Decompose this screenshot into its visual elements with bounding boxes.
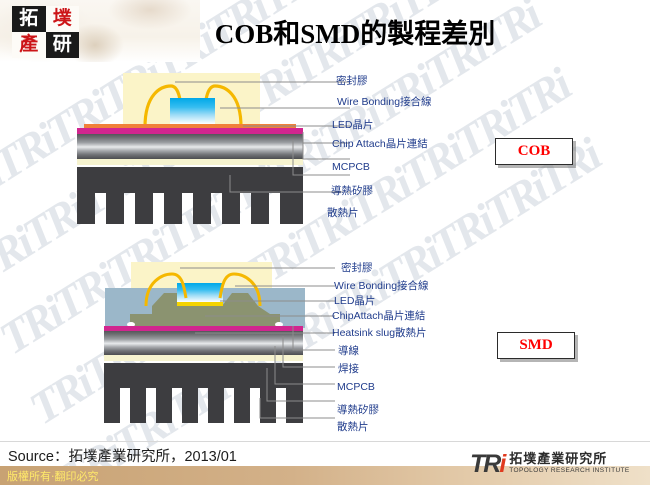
- smd-heatsink-fin: [286, 388, 303, 423]
- smd-label-led-die: LED晶片: [334, 295, 376, 307]
- smd-label-lead-wire: 導線: [338, 345, 359, 357]
- smd-die-attach-pad: [177, 300, 223, 306]
- smd-label-encapsulant: 密封膠: [341, 262, 373, 274]
- smd-diagram: 密封膠 Wire Bonding接合線 LED晶片 ChipAttach晶片連結…: [104, 262, 575, 433]
- cob-label-led-die: LED晶片: [332, 119, 374, 131]
- smd-label-wire-bonding: Wire Bonding接合線: [334, 280, 429, 292]
- cob-label-mcpcb: MCPCB: [332, 161, 370, 173]
- cob-diagram: 密封膠 Wire Bonding接合線 LED晶片 Chip Attach晶片連…: [0, 0, 650, 240]
- smd-heatsink-body: [104, 363, 303, 388]
- smd-heatsink-fin: [156, 388, 172, 423]
- cob-badge: COB: [495, 138, 573, 165]
- smd-heatsink-fin: [260, 388, 276, 423]
- tri-logo-square: 拓 墣 產 研: [12, 6, 79, 58]
- source-note: Source：拓墣產業研究所，2013/01: [8, 449, 237, 465]
- logo-char: 產: [12, 32, 46, 58]
- smd-solder-joint: [127, 322, 135, 327]
- cob-label-chip-attach: Chip Attach晶片連結: [332, 138, 428, 150]
- cob-label-wire-bonding: Wire Bonding接合線: [337, 96, 432, 108]
- cob-heatsink-fin: [280, 193, 303, 224]
- smd-label-thermal-grease: 導熱矽膠: [337, 404, 379, 416]
- smd-thermal-grease-layer: [104, 355, 303, 361]
- cob-pcb-dielectric-layer: [77, 128, 303, 134]
- smd-heatsink-fin: [104, 388, 120, 423]
- cob-heatsink-fin: [251, 193, 269, 224]
- cob-leader-lines: [175, 81, 350, 193]
- copyright-notice: 版權所有‧翻印必究: [7, 471, 99, 483]
- cob-heatsink-fin: [106, 193, 124, 224]
- smd-badge: SMD: [497, 332, 575, 359]
- tri-name-cn: 拓墣產業研究所: [509, 451, 608, 466]
- cob-chip-attach-layer: [84, 124, 296, 128]
- smd-solder-joint: [275, 322, 283, 327]
- tri-logo-text: 拓墣產業研究所 TOPOLOGY RESEARCH INSTITUTE: [509, 452, 629, 475]
- cob-label-encapsulant: 密封膠: [336, 75, 368, 87]
- smd-label-heatsink-slug: Heatsink slug散熱片: [332, 327, 427, 339]
- cob-thermal-grease-layer: [77, 159, 303, 165]
- cob-mcpcb-layer: [77, 134, 303, 159]
- cob-label-thermal-grease: 導熱矽膠: [331, 185, 373, 197]
- smd-heatsink-fin: [182, 388, 198, 423]
- logo-char: 拓: [12, 6, 46, 32]
- cob-heatsink-fin: [164, 193, 182, 224]
- smd-led-die: [177, 283, 223, 302]
- cob-heatsink-fin: [193, 193, 211, 224]
- smd-mcpcb-layer: [104, 331, 303, 355]
- footer-bar: 版權所有‧翻印必究: [0, 466, 650, 485]
- smd-heatsink-fin: [234, 388, 250, 423]
- cob-heatsink-fin: [77, 193, 95, 224]
- smd-label-heatsink: 散熱片: [337, 421, 369, 433]
- smd-heatsink-fin: [130, 388, 146, 423]
- smd-heatsink-fin: [208, 388, 224, 423]
- slide-title: COB和SMD的製程差別: [214, 19, 496, 49]
- smd-label-mcpcb: MCPCB: [337, 381, 375, 393]
- tri-wordmark: TRi: [470, 450, 506, 478]
- logo-char: 墣: [45, 6, 79, 32]
- smd-label-solder: 焊接: [338, 363, 359, 375]
- cob-heatsink-fin: [135, 193, 153, 224]
- footer-divider: [0, 441, 650, 442]
- smd-bond-wires: [144, 272, 262, 306]
- smd-leader-lines: [180, 267, 335, 419]
- smd-pcb-dielectric-layer: [104, 326, 303, 331]
- cob-heatsink-body: [77, 167, 303, 193]
- smd-label-chip-attach: ChipAttach晶片連結: [332, 310, 426, 322]
- tri-footer-logo: TRi 拓墣產業研究所 TOPOLOGY RESEARCH INSTITUTE: [470, 450, 630, 478]
- cob-label-heatsink: 散熱片: [327, 207, 359, 219]
- tri-name-en: TOPOLOGY RESEARCH INSTITUTE: [509, 467, 630, 474]
- logo-char: 研: [45, 32, 79, 58]
- cob-heatsink-fin: [222, 193, 240, 224]
- cob-led-die: [170, 98, 215, 124]
- tri-i-dot: i: [499, 450, 506, 478]
